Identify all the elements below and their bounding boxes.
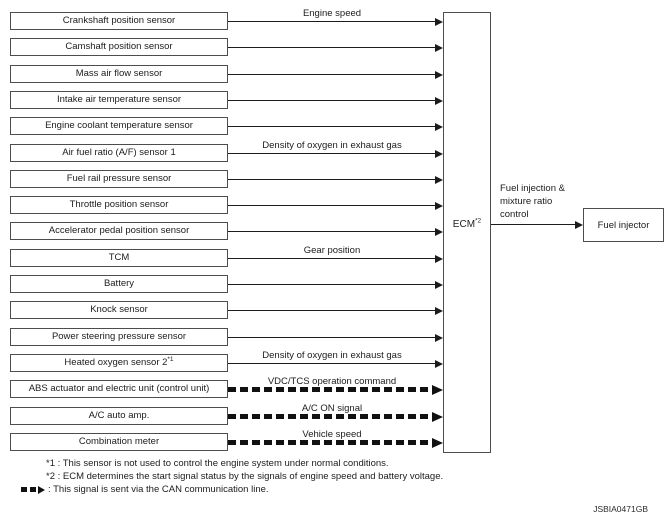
box-label: Knock sensor (90, 304, 148, 315)
box-knock-sensor: Knock sensor (10, 301, 228, 319)
box-label: A/C auto amp. (88, 410, 150, 421)
can-dash-tip (38, 485, 45, 494)
can-arrowhead-icon (432, 412, 443, 422)
box-engine-coolant-temperature-sensor: Engine coolant temperature sensor (10, 117, 228, 135)
box-label: ABS actuator and electric unit (control … (28, 383, 210, 394)
box-accelerator-pedal-position-sensor: Accelerator pedal position sensor (10, 222, 228, 240)
box-label: Accelerator pedal position sensor (48, 225, 190, 236)
arrow-line (228, 337, 435, 338)
output-signal-label: Fuel injection & mixture ratio control (500, 182, 565, 221)
box-label: TCM (108, 252, 130, 263)
arrow-line-ecm-to-injector (491, 224, 575, 225)
footnote-ref-1: *1 (167, 355, 174, 363)
signal-label-oxygen-density-1: Density of oxygen in exhaust gas (262, 140, 402, 151)
box-label: Mass air flow sensor (75, 68, 163, 79)
signal-label-vdc-tcs: VDC/TCS operation command (267, 376, 397, 387)
can-arrowhead-icon (432, 385, 443, 395)
ecm-label-text: ECM (452, 219, 476, 230)
arrowhead-icon (435, 202, 443, 210)
box-power-steering-pressure-sensor: Power steering pressure sensor (10, 328, 228, 346)
footnote-2: *2 : ECM determines the start signal sta… (46, 471, 444, 482)
arrowhead-icon (435, 360, 443, 368)
arrow-line (228, 47, 435, 48)
arrowhead-icon (575, 221, 583, 229)
can-dashed-arrow-icon (21, 485, 45, 494)
box-label: Power steering pressure sensor (51, 331, 187, 342)
arrowhead-icon (435, 281, 443, 289)
arrow-line (228, 126, 435, 127)
signal-label-vehicle-speed: Vehicle speed (302, 429, 362, 440)
arrow-line (228, 284, 435, 285)
box-ac-auto-amp: A/C auto amp. (10, 407, 228, 425)
arrow-line (228, 205, 435, 206)
output-label-line2: mixture ratio (500, 196, 553, 207)
can-dashed-line (228, 440, 432, 445)
output-label-line1: Fuel injection & (500, 183, 565, 194)
signal-label-gear-position: Gear position (303, 245, 361, 256)
arrowhead-icon (435, 44, 443, 52)
box-mass-air-flow-sensor: Mass air flow sensor (10, 65, 228, 83)
arrow-line (228, 21, 435, 22)
arrowhead-icon (435, 97, 443, 105)
arrowhead-icon (435, 71, 443, 79)
arrowhead-icon (435, 307, 443, 315)
ecm-box (443, 12, 491, 453)
arrow-line (228, 258, 435, 259)
figure-id: JSBIA0471GB (593, 504, 648, 514)
arrow-line (228, 179, 435, 180)
box-combination-meter: Combination meter (10, 433, 228, 451)
can-arrowhead-icon (432, 438, 443, 448)
arrow-line (228, 231, 435, 232)
arrowhead-icon (435, 176, 443, 184)
box-label: Throttle position sensor (69, 199, 169, 210)
ecm-label: ECM*2 (443, 217, 491, 230)
footnote-can-legend: : This signal is sent via the CAN commun… (21, 484, 269, 495)
output-label-line3: control (500, 209, 529, 220)
box-fuel-rail-pressure-sensor: Fuel rail pressure sensor (10, 170, 228, 188)
arrowhead-icon (435, 334, 443, 342)
can-dashed-line (228, 414, 432, 419)
box-label: Fuel rail pressure sensor (66, 173, 172, 184)
box-tcm: TCM (10, 249, 228, 267)
signal-label-engine-speed: Engine speed (302, 8, 362, 19)
box-abs-actuator-and-electric-unit: ABS actuator and electric unit (control … (10, 380, 228, 398)
arrow-line (228, 310, 435, 311)
arrow-line (228, 153, 435, 154)
box-label: Air fuel ratio (A/F) sensor 1 (62, 147, 176, 158)
arrow-line (228, 74, 435, 75)
box-label: Engine coolant temperature sensor (45, 120, 193, 131)
box-label: Crankshaft position sensor (62, 15, 176, 26)
box-label: Intake air temperature sensor (56, 94, 182, 105)
box-intake-air-temperature-sensor: Intake air temperature sensor (10, 91, 228, 109)
box-label: Battery (103, 278, 135, 289)
footnote-1: *1 : This sensor is not used to control … (46, 458, 389, 469)
box-label-text: Heated oxygen sensor 2 (64, 357, 168, 368)
footnote-ref-2: *2 (475, 217, 482, 225)
box-battery: Battery (10, 275, 228, 293)
arrowhead-icon (435, 18, 443, 26)
can-dashed-line (228, 387, 432, 392)
box-label: Fuel injector (597, 219, 650, 231)
arrow-line (228, 363, 435, 364)
footnote-can-text: : This signal is sent via the CAN commun… (48, 484, 269, 495)
signal-label-oxygen-density-2: Density of oxygen in exhaust gas (262, 350, 402, 361)
box-fuel-injector: Fuel injector (583, 208, 664, 242)
box-crankshaft-position-sensor: Crankshaft position sensor (10, 12, 228, 30)
arrowhead-icon (435, 228, 443, 236)
can-dash-bar (21, 487, 38, 492)
box-throttle-position-sensor: Throttle position sensor (10, 196, 228, 214)
arrowhead-icon (435, 255, 443, 263)
box-label: Combination meter (78, 436, 160, 447)
arrow-line (228, 100, 435, 101)
box-camshaft-position-sensor: Camshaft position sensor (10, 38, 228, 56)
box-air-fuel-ratio-sensor-1: Air fuel ratio (A/F) sensor 1 (10, 144, 228, 162)
arrowhead-icon (435, 150, 443, 158)
box-heated-oxygen-sensor-2: Heated oxygen sensor 2*1 (10, 354, 228, 372)
box-label: Camshaft position sensor (65, 41, 173, 52)
arrowhead-icon (435, 123, 443, 131)
signal-label-ac-on: A/C ON signal (301, 403, 363, 414)
box-label: Heated oxygen sensor 2*1 (64, 355, 174, 368)
